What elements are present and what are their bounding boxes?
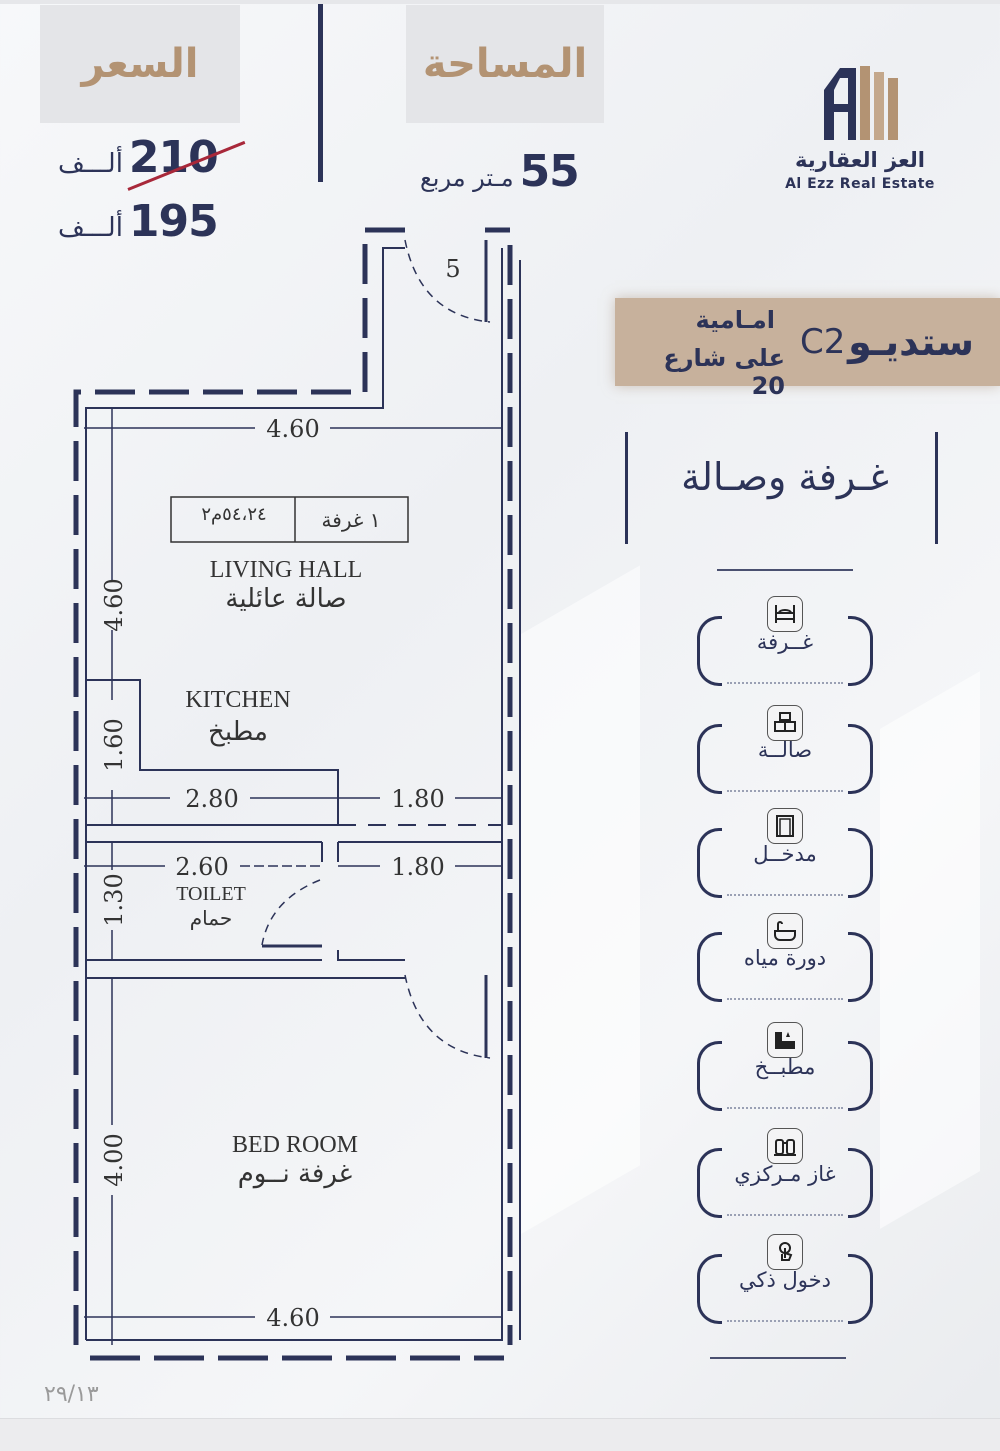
background-shape [880,671,980,1229]
features-bottom-rule [710,1357,846,1359]
page-number: ٢٩/١٣ [44,1382,99,1407]
logo-building-icon [824,66,898,140]
header-divider [318,4,323,182]
area-value: 55 [519,146,580,197]
room-kitchen-ar: مطبخ [208,717,268,747]
door-icon [767,808,803,844]
dim-kitchen-width: 2.80 [185,785,238,813]
feature-label: دورة مياه [743,946,827,970]
feature-label: دخول ذكي [739,1268,831,1292]
room-toilet-ar: حمام [190,906,232,930]
dim-bedroom-height: 4.00 [100,1133,128,1186]
feature-smart-entry: دخول ذكي [697,1254,873,1324]
company-logo: العز العقارية Al Ezz Real Estate [780,60,940,200]
title-divider-left [625,432,628,544]
feature-central-gas: غاز مـركزي [697,1148,873,1218]
feature-entrance: مدخــل [697,828,873,898]
features-top-rule [717,569,853,571]
dim-top-width: 4.60 [266,415,319,443]
new-price-value: 195 [128,196,219,247]
feature-label: مدخــل [753,842,817,866]
dim-corridor-width-1: 1.80 [391,785,444,813]
dim-toilet-width: 2.60 [175,853,228,881]
area-table-rooms: ١ غرفة [322,508,381,532]
unit-street: على شارع 20 [663,344,785,400]
tv-unit-icon [767,705,803,741]
area-label: المساحة [406,5,604,123]
bottom-edge [0,1418,1000,1451]
room-bedroom-en: BED ROOM [232,1132,358,1158]
title-divider-right [935,432,938,544]
area-value-row: مـتر مربع 55 [420,146,580,197]
area-unit: مـتر مربع [420,164,514,192]
bathtub-icon [767,913,803,949]
gas-tank-icon [767,1128,803,1164]
unit-position: امـامية [695,306,775,334]
unit-type: ستديـو [848,320,974,364]
price-label: السعر [40,5,240,123]
feature-hall: صالــة [697,724,873,794]
floor-plan: 5 4.60 4.60 1.60 2.80 1.80 2.60 1.80 1.3… [73,227,521,1361]
room-living-ar: صالة عائلية [225,584,346,614]
room-toilet-en: TOILET [176,883,246,905]
new-price-unit: ألـــف [58,213,123,243]
room-kitchen-en: KITCHEN [185,687,290,713]
feature-kitchen: مطبــخ [697,1041,873,1111]
new-price: ألـــف 195 [58,196,219,247]
dim-kitchen-height: 1.60 [100,718,128,771]
feature-room: غــرفة [697,616,873,686]
smart-touch-icon [767,1234,803,1270]
feature-label: غاز مـركزي [734,1162,836,1186]
feature-label: غــرفة [756,630,814,654]
logo-name-english: Al Ezz Real Estate [785,176,935,192]
logo-name-arabic: العز العقارية [795,148,925,172]
dim-bottom-width: 4.60 [266,1304,319,1332]
dim-corridor-width-2: 1.80 [391,853,444,881]
entrance-number: 5 [445,255,460,283]
feature-label: صالــة [757,738,813,762]
room-living-en: LIVING HALL [210,557,363,583]
kitchen-icon [767,1022,803,1058]
area-table-area: ٥٤،٢٤م٢ [201,504,266,525]
unit-code: C2 [800,322,846,362]
dim-living-height: 4.60 [100,578,128,631]
old-price-unit: ألـــف [58,149,123,179]
room-bedroom-ar: غرفة نــوم [238,1159,353,1189]
feature-bathroom: دورة مياه [697,932,873,1002]
unit-banner: ستديـو C2 امـامية على شارع 20 [615,298,1000,400]
top-edge [0,0,1000,4]
bed-icon [767,596,803,632]
feature-label: مطبــخ [754,1055,816,1079]
dim-toilet-height: 1.30 [100,873,128,926]
layout-title: غـرفة وصـالة [681,455,889,499]
